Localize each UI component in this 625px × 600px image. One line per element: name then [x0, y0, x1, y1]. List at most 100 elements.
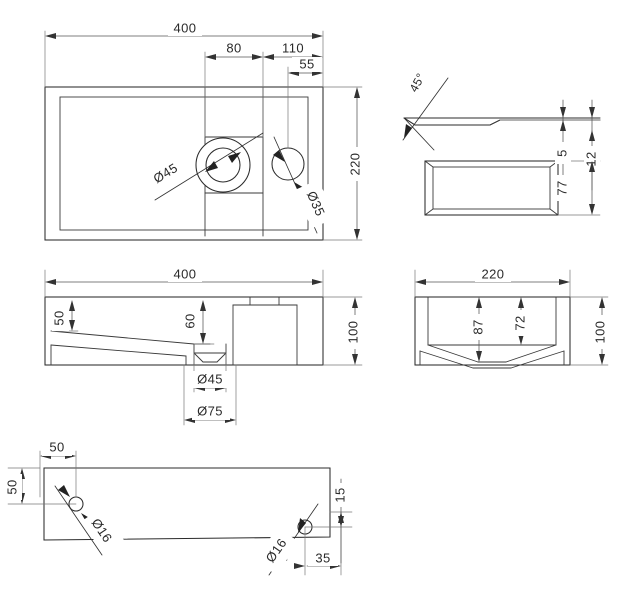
bottom-label-bg-15	[333, 483, 350, 507]
bottom-label-bg-d16-left	[81, 507, 125, 555]
edge-bevel-br	[549, 208, 559, 216]
bottom-label-bg-50v	[5, 474, 22, 500]
dim-label-80: 80	[226, 40, 241, 55]
front-dim-label-100: 100	[345, 321, 360, 344]
label-bg-55	[292, 57, 322, 72]
side-label-bg-72	[513, 310, 530, 336]
arrow-80-right	[252, 54, 263, 60]
label-bg-45deg	[397, 59, 441, 104]
bottom-dim-label-50v: 50	[4, 479, 19, 494]
side-label-bg-100	[593, 315, 610, 349]
side-funnel-left	[427, 344, 479, 363]
dim-label-220: 220	[347, 153, 362, 176]
front-arrow-100-top	[352, 297, 358, 308]
front-label-bg-50	[52, 305, 69, 331]
label-bg-77	[555, 175, 572, 201]
bottom-dim-label-50h: 50	[49, 439, 64, 454]
bottom-label-bg-50h	[42, 440, 72, 456]
label-bg-5	[555, 142, 571, 164]
edge-bevel-tl	[424, 160, 434, 168]
label-bg-400	[168, 20, 202, 36]
plan-drain-inner-circle	[205, 147, 241, 183]
bottom-arrow-d16-left-1	[58, 485, 70, 497]
arrow-77-top	[589, 161, 595, 172]
label-bg-220	[348, 147, 365, 181]
front-drain-taper-left	[193, 352, 204, 363]
arrow-dia45-inner	[205, 161, 218, 172]
label-bg-dia45	[139, 149, 194, 198]
dim-label-55: 55	[299, 56, 314, 71]
front-label-bg-400	[168, 266, 202, 282]
side-arrow-220-left	[415, 279, 426, 285]
front-slope-top	[50, 330, 195, 345]
side-funnel2-right	[510, 350, 565, 369]
label-bg-110	[277, 41, 310, 56]
side-arrow-87-bottom	[476, 351, 482, 362]
front-label-bg-100	[346, 315, 363, 349]
dim-label-110: 110	[282, 40, 304, 55]
leader-dia45	[154, 132, 264, 201]
front-drain-taper-right	[216, 352, 227, 363]
bottom-arrow-15-bottom	[338, 516, 344, 527]
front-slope-bottom	[50, 344, 187, 357]
side-funnel-right	[505, 344, 557, 363]
front-label-bg-d75	[192, 403, 230, 420]
dim-label-12: 12	[583, 151, 598, 166]
front-arrow-50-top	[69, 300, 75, 311]
arrow-5-top	[560, 107, 566, 118]
view-top-right-edge: 45° 5 12 77	[397, 59, 601, 216]
side-dim-label-100: 100	[592, 321, 607, 344]
plan-bowl-outline	[59, 96, 309, 231]
bottom-dim-label-15: 15	[332, 487, 347, 502]
side-arrow-72-bottom	[518, 334, 524, 345]
bottom-label-bg-d16-right	[254, 527, 300, 575]
side-arrow-72-top	[518, 297, 524, 308]
side-dim-label-87: 87	[470, 319, 485, 334]
side-arrow-100-bottom	[599, 354, 605, 365]
label-bg-12	[584, 146, 600, 172]
arrow-110-left	[263, 54, 274, 60]
edge-bevel-bl	[424, 208, 434, 216]
side-dim-label-72: 72	[512, 315, 527, 330]
edge-body-inner	[432, 166, 551, 210]
front-dim-label-50: 50	[51, 310, 66, 325]
arrow-5-bottom	[560, 120, 566, 131]
dim-label-400: 400	[174, 20, 197, 35]
arrow-12-top	[589, 107, 595, 118]
arrow-77-bottom	[589, 204, 595, 215]
front-dim-label-d45: Ø45	[197, 371, 223, 386]
front-arrow-400-right	[312, 279, 323, 285]
front-dim-label-60: 60	[182, 313, 197, 328]
arrow-dia35-top	[273, 150, 285, 162]
label-bg-dia35	[294, 179, 336, 229]
bottom-leader-d16-left	[54, 485, 103, 556]
bottom-arrow-35-left	[294, 563, 305, 569]
arrow-12-bottom	[589, 130, 595, 141]
leader-45deg-witness	[404, 118, 435, 151]
side-arrow-87-top	[476, 297, 482, 308]
front-dim-label-d75: Ø75	[197, 403, 223, 418]
side-dim-label-220: 220	[482, 266, 505, 281]
edge-body-outline	[424, 160, 559, 216]
side-arrow-100-top	[599, 297, 605, 308]
view-front-elevation: 400 50 60 100 Ø45	[44, 266, 363, 426]
bottom-arrow-d16-right-1	[298, 518, 306, 533]
view-top-plan: 400 80 110 55 220 Ø45	[44, 20, 365, 241]
bottom-outer-outline	[43, 467, 331, 541]
bottom-label-bg-35	[308, 550, 338, 566]
dim-label-5: 5	[554, 149, 569, 157]
label-bg-80	[219, 41, 249, 56]
side-funnel2-left	[419, 350, 474, 369]
side-label-bg-220	[475, 266, 511, 282]
front-label-bg-60	[183, 308, 200, 334]
arrow-45deg	[404, 124, 412, 138]
front-arrow-50-bottom	[69, 320, 75, 331]
arrow-80-left	[205, 54, 216, 60]
front-dim-label-400: 400	[174, 266, 197, 281]
front-arrow-60-top	[200, 300, 206, 311]
side-label-bg-87	[471, 314, 488, 340]
front-arrow-100-bottom	[352, 354, 358, 365]
plan-drain-outer-circle	[195, 137, 251, 193]
